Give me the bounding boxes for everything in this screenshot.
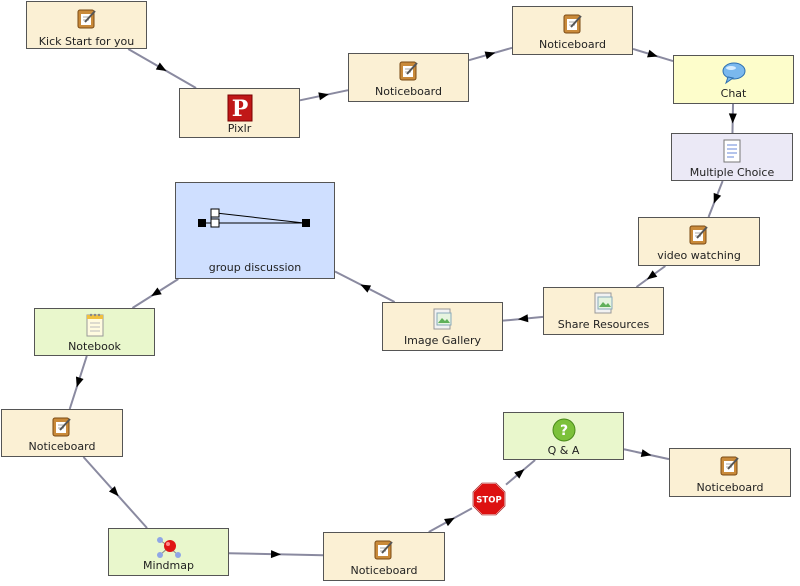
activity-label: Mindmap <box>143 559 194 572</box>
notebook-pencil-icon <box>688 224 710 249</box>
notepad-icon <box>84 312 106 341</box>
activity-label: Noticeboard <box>375 85 442 98</box>
notebook-pencil-icon <box>51 416 73 441</box>
activity-label: Noticeboard <box>28 440 96 453</box>
activity-label: Pixlr <box>227 122 252 135</box>
activity-label: video watching <box>657 249 741 262</box>
activity-label: Chat <box>720 87 747 100</box>
transition-arrowhead <box>514 469 525 479</box>
transition-arrowhead <box>484 51 496 60</box>
activity-q-and-a[interactable]: ? Q & A <box>503 412 624 460</box>
image-file-icon <box>592 292 616 319</box>
transition-arrowhead <box>151 287 162 297</box>
svg-text:?: ? <box>559 423 567 439</box>
activity-noticeboard-3[interactable]: Noticeboard <box>1 409 123 457</box>
activity-noticeboard-1[interactable]: Noticeboard <box>348 53 469 102</box>
activity-label: Noticeboard <box>696 481 764 494</box>
activity-image-gallery[interactable]: Image Gallery <box>382 302 503 351</box>
speech-bubble-icon <box>721 61 747 88</box>
transition-arrowhead <box>75 376 84 388</box>
transition-arrowhead <box>640 449 652 458</box>
branch-diagram-icon <box>198 205 312 234</box>
notebook-pencil-icon <box>562 13 584 38</box>
activity-multiple-choice[interactable]: Multiple Choice <box>671 133 793 181</box>
notebook-pencil-icon <box>398 60 420 85</box>
mindmap-icon <box>155 534 183 563</box>
activity-noticeboard-4[interactable]: Noticeboard <box>323 532 445 581</box>
activity-kick-start[interactable]: Kick Start for you <box>26 1 147 49</box>
notebook-pencil-icon <box>76 8 98 33</box>
notebook-pencil-icon <box>373 539 395 564</box>
activity-noticeboard-5[interactable]: Noticeboard <box>669 448 791 497</box>
activity-share-resources[interactable]: Share Resources <box>543 287 664 335</box>
activity-label: Multiple Choice <box>689 166 775 179</box>
pixlr-logo-icon: P <box>227 94 253 125</box>
stop-label: STOP <box>476 496 501 506</box>
svg-text:P: P <box>231 96 248 122</box>
transition-arrowhead <box>270 550 281 559</box>
transition-arrowhead <box>647 49 658 58</box>
activity-label: Noticeboard <box>350 564 418 577</box>
transition-arrowhead <box>713 192 722 204</box>
checklist-icon <box>721 139 743 168</box>
activity-label: Share Resources <box>557 318 650 331</box>
transition-arrowhead <box>108 486 119 497</box>
activity-notebook[interactable]: Notebook <box>34 308 155 356</box>
activity-label: Noticeboard <box>539 38 606 51</box>
activity-group-discussion[interactable]: group discussion <box>175 182 335 279</box>
transition-arrowhead <box>444 517 455 527</box>
activity-label: Kick Start for you <box>38 35 135 48</box>
activity-label: group discussion <box>208 261 302 274</box>
stop-sign-icon: STOP <box>472 482 506 516</box>
transition-arrowhead <box>318 92 329 101</box>
activity-chat[interactable]: Chat <box>673 55 794 104</box>
transition-arrowhead <box>155 62 167 71</box>
transition-arrowhead <box>646 270 658 280</box>
activity-pixlr[interactable]: P Pixlr <box>179 88 300 138</box>
notebook-pencil-icon <box>719 455 741 480</box>
transition-arrowhead <box>728 113 737 124</box>
question-icon: ? <box>552 418 576 445</box>
activity-label: Q & A <box>547 444 580 457</box>
transition-lines <box>68 46 737 559</box>
activity-label: Image Gallery <box>403 334 482 347</box>
image-file-icon <box>431 308 455 335</box>
activity-video-watching[interactable]: video watching <box>638 217 760 266</box>
activity-noticeboard-2[interactable]: Noticeboard <box>512 6 633 55</box>
activity-mindmap[interactable]: Mindmap <box>108 528 229 576</box>
transition-arrowhead <box>360 284 372 293</box>
activity-label: Notebook <box>68 340 121 353</box>
stop-gate[interactable]: STOP <box>472 482 506 516</box>
transition-arrowhead <box>518 314 529 323</box>
